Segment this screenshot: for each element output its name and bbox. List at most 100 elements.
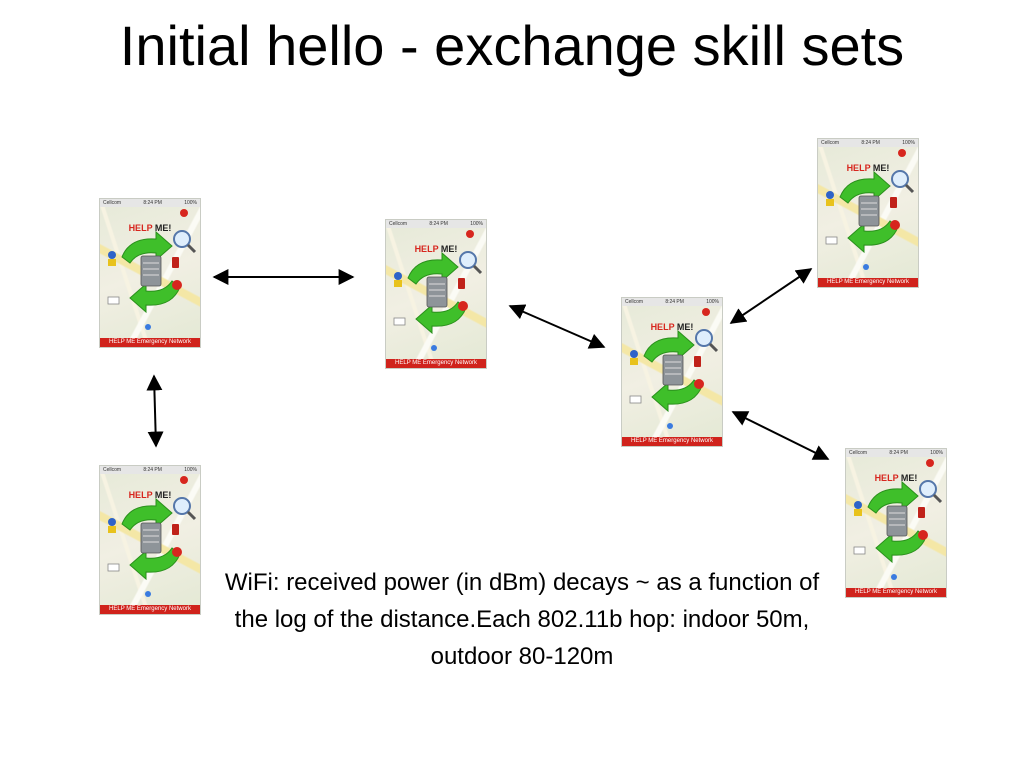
green-arrow-return-icon bbox=[129, 280, 181, 314]
phone-device-icon bbox=[890, 197, 897, 208]
pin-icon bbox=[667, 423, 673, 429]
app-footer: HELP ME Emergency Network bbox=[100, 605, 200, 614]
siren-icon bbox=[180, 209, 188, 217]
app-logo-icon bbox=[393, 230, 483, 351]
alarm-icon bbox=[458, 301, 468, 311]
app-footer: HELP ME Emergency Network bbox=[622, 437, 722, 446]
slide-title: Initial hello - exchange skill sets bbox=[119, 14, 905, 77]
alarm-icon bbox=[918, 530, 928, 540]
alarm-icon bbox=[694, 379, 704, 389]
phone-bottom-right: Cellcom 8:24 PM 100% HELP ME! HELP ME bbox=[845, 448, 947, 598]
phone-top-left: Cellcom 8:24 PM 100% HELP ME! HELP ME bbox=[99, 198, 201, 348]
app-title: HELP ME! bbox=[386, 244, 486, 254]
green-arrow-icon bbox=[121, 230, 173, 264]
person-icon bbox=[394, 272, 402, 280]
person-icon bbox=[108, 518, 116, 526]
magnifier-icon bbox=[459, 251, 477, 269]
app-title: HELP ME! bbox=[100, 223, 200, 233]
carrier-label: Cellcom bbox=[821, 140, 840, 146]
pin-icon bbox=[863, 264, 869, 270]
battery-label: 100% bbox=[902, 140, 915, 146]
phone-device-icon bbox=[458, 278, 465, 289]
app-footer: HELP ME Emergency Network bbox=[386, 359, 486, 368]
arrow-phone2-phone3 bbox=[508, 304, 606, 349]
app-title-help: HELP bbox=[128, 223, 153, 233]
ambulance-icon bbox=[107, 296, 120, 305]
alarm-icon bbox=[890, 220, 900, 230]
siren-icon bbox=[926, 459, 934, 467]
pin-icon bbox=[431, 345, 437, 351]
pin-icon bbox=[145, 591, 151, 597]
app-title-help: HELP bbox=[414, 244, 439, 254]
app-logo-icon bbox=[107, 209, 197, 330]
battery-label: 100% bbox=[470, 221, 483, 227]
siren-icon bbox=[466, 230, 474, 238]
clock-label: 8:24 PM bbox=[861, 140, 880, 146]
magnifier-icon bbox=[919, 480, 937, 498]
battery-label: 100% bbox=[184, 467, 197, 473]
clock-label: 8:24 PM bbox=[889, 450, 908, 456]
ambulance-icon bbox=[629, 395, 642, 404]
carrier-label: Cellcom bbox=[103, 200, 122, 206]
alarm-icon bbox=[172, 280, 182, 290]
phone-center: Cellcom 8:24 PM 100% HELP ME! HELP ME bbox=[621, 297, 723, 447]
green-arrow-icon bbox=[407, 251, 459, 285]
app-title: HELP ME! bbox=[100, 490, 200, 500]
magnifier-icon bbox=[173, 497, 191, 515]
clock-label: 8:24 PM bbox=[143, 200, 162, 206]
carrier-label: Cellcom bbox=[625, 299, 644, 305]
green-arrow-icon bbox=[643, 329, 695, 363]
ambulance-icon bbox=[393, 317, 406, 326]
app-title-me: ME! bbox=[440, 244, 458, 254]
status-bar: Cellcom 8:24 PM 100% bbox=[100, 466, 200, 474]
status-bar: Cellcom 8:24 PM 100% bbox=[622, 298, 722, 306]
status-bar: Cellcom 8:24 PM 100% bbox=[846, 449, 946, 457]
app-footer: HELP ME Emergency Network bbox=[100, 338, 200, 347]
app-title-help: HELP bbox=[874, 473, 899, 483]
clock-label: 8:24 PM bbox=[665, 299, 684, 305]
clock-label: 8:24 PM bbox=[429, 221, 448, 227]
app-title: HELP ME! bbox=[622, 322, 722, 332]
caption-text: WiFi: received power (in dBm) decays ~ a… bbox=[224, 569, 820, 670]
ambulance-icon bbox=[853, 546, 866, 555]
green-arrow-icon bbox=[867, 480, 919, 514]
app-title: HELP ME! bbox=[818, 163, 918, 173]
status-bar: Cellcom 8:24 PM 100% bbox=[818, 139, 918, 147]
status-bar: Cellcom 8:24 PM 100% bbox=[100, 199, 200, 207]
app-title-help: HELP bbox=[128, 490, 153, 500]
app-title-me: ME! bbox=[154, 223, 172, 233]
green-arrow-icon bbox=[839, 170, 891, 204]
app-footer: HELP ME Emergency Network bbox=[818, 278, 918, 287]
pin-icon bbox=[891, 574, 897, 580]
ambulance-icon bbox=[825, 236, 838, 245]
app-title-help: HELP bbox=[650, 322, 675, 332]
phone-device-icon bbox=[694, 356, 701, 367]
battery-label: 100% bbox=[706, 299, 719, 305]
carrier-label: Cellcom bbox=[849, 450, 868, 456]
green-arrow-return-icon bbox=[415, 301, 467, 335]
app-title-me: ME! bbox=[872, 163, 890, 173]
app-title-me: ME! bbox=[676, 322, 694, 332]
app-logo-icon bbox=[853, 459, 943, 580]
battery-label: 100% bbox=[184, 200, 197, 206]
battery-label: 100% bbox=[930, 450, 943, 456]
phone-device-icon bbox=[918, 507, 925, 518]
siren-icon bbox=[702, 308, 710, 316]
person-icon bbox=[108, 251, 116, 259]
siren-icon bbox=[180, 476, 188, 484]
green-arrow-return-icon bbox=[651, 379, 703, 413]
phone-top-right: Cellcom 8:24 PM 100% HELP ME! HELP ME bbox=[817, 138, 919, 288]
person-icon bbox=[630, 350, 638, 358]
magnifier-icon bbox=[891, 170, 909, 188]
app-logo-icon bbox=[107, 476, 197, 597]
app-logo-icon bbox=[825, 149, 915, 270]
phone-bottom-left: Cellcom 8:24 PM 100% HELP ME! HELP ME bbox=[99, 465, 201, 615]
pin-icon bbox=[145, 324, 151, 330]
app-title-me: ME! bbox=[154, 490, 172, 500]
arrow-phone3-phone5 bbox=[731, 411, 830, 460]
phone-top-middle: Cellcom 8:24 PM 100% HELP ME! HELP ME bbox=[385, 219, 487, 369]
person-icon bbox=[854, 501, 862, 509]
magnifier-icon bbox=[695, 329, 713, 347]
app-title-help: HELP bbox=[846, 163, 871, 173]
siren-icon bbox=[898, 149, 906, 157]
